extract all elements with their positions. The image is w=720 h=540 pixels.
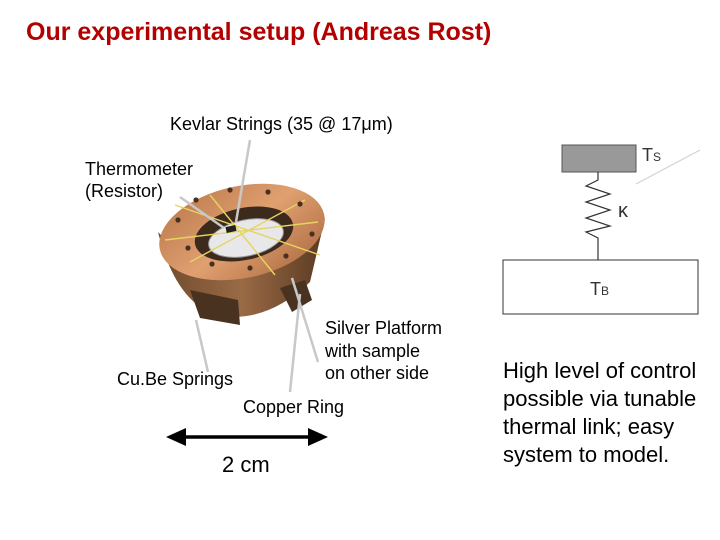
- kappa-label: κ: [618, 200, 628, 222]
- silver-platform-label-line1: Silver Platform: [325, 318, 443, 338]
- pointer-lines: [179, 139, 320, 393]
- thermometer-label-line2: (Resistor): [85, 181, 164, 201]
- ts-pointer: [635, 149, 701, 185]
- silver-platform-label-line3: on other side: [325, 363, 430, 383]
- thermometer-chip: [225, 225, 237, 233]
- ts-label: TS: [642, 145, 662, 165]
- spring-bracket-left: [190, 290, 240, 325]
- kevlar-string: [164, 221, 319, 241]
- thermal-link-spring: [584, 172, 613, 260]
- kevlar-string: [189, 199, 306, 263]
- thermal-model: [502, 144, 701, 315]
- scale-bar-arrow: [166, 428, 328, 446]
- thermometer-label-line1: Thermometer: [85, 159, 194, 179]
- sample-box: [561, 144, 637, 173]
- tb-label: TB: [590, 279, 610, 299]
- conclusion-line: possible via tunable: [503, 386, 697, 411]
- springs-pointer: [194, 319, 210, 373]
- slide-title: Our experimental setup (Andreas Rost): [26, 18, 492, 46]
- copper-pointer: [288, 293, 302, 393]
- scale-label: 2 cm: [222, 452, 270, 477]
- kevlar-label: Kevlar Strings (35 @ 17μm): [170, 114, 393, 134]
- silver-pointer: [290, 277, 320, 363]
- conclusion-line: High level of control: [503, 358, 697, 383]
- spring-bracket-right: [280, 280, 312, 312]
- conclusion-line: thermal link; easy: [503, 414, 675, 439]
- kevlar-string: [209, 194, 276, 276]
- bath-box: [502, 259, 699, 315]
- copper-ring-photo: [158, 183, 325, 325]
- copper-ring-label: Copper Ring: [243, 397, 345, 417]
- springs-label: Cu.Be Springs: [117, 369, 234, 389]
- silver-platform-label-line2: with sample: [325, 341, 421, 361]
- conclusion-text: High level of control possible via tunab…: [503, 357, 696, 469]
- screw-holes: [175, 187, 315, 271]
- thermometer-pointer: [179, 195, 225, 230]
- conclusion-line: system to model.: [503, 442, 670, 467]
- kevlar-pointer: [234, 139, 252, 223]
